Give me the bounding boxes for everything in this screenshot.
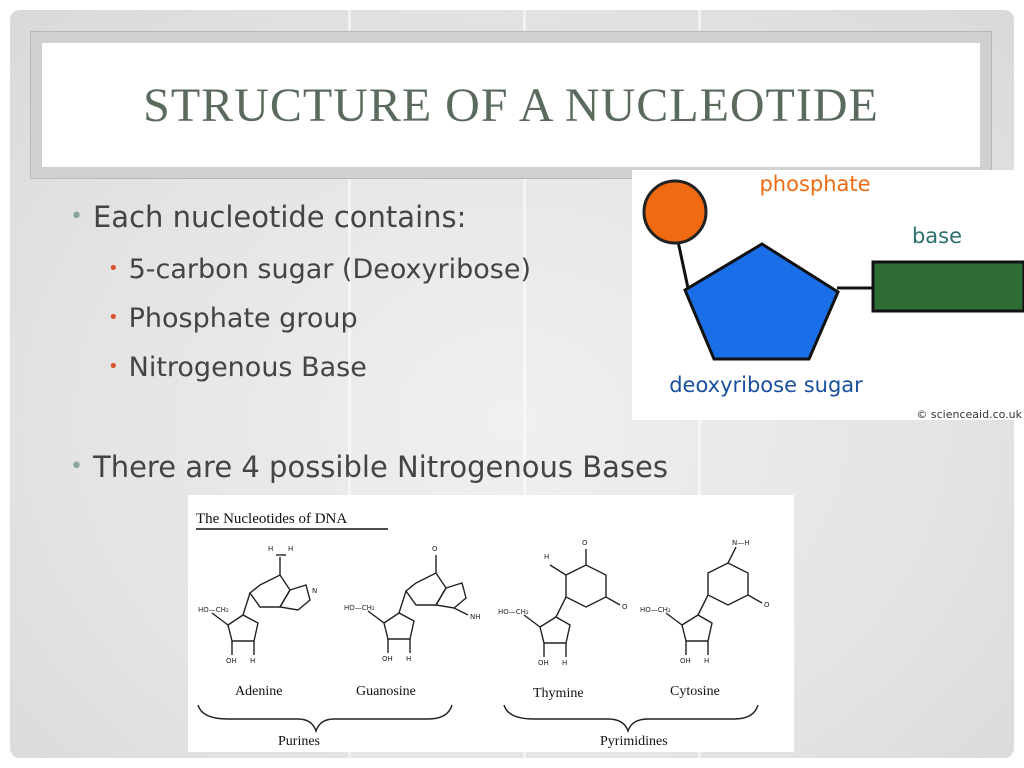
svg-text:H: H [704,657,709,665]
svg-text:OH: OH [382,655,393,663]
bullet-text: There are 4 possible Nitrogenous Bases [92,450,668,484]
bullet-text: Each nucleotide contains: [92,200,467,234]
svg-text:O: O [622,603,628,611]
bullet-item: • Each nucleotide contains: [70,200,466,234]
thymine-atoms: H O O HO—CH₂ OH H [498,539,628,667]
nucleotide-diagram-svg: phosphate base deoxyribose sugar © scien… [642,172,1024,421]
phosphate-label: phosphate [759,172,870,196]
svg-text:H: H [406,655,411,663]
svg-text:O: O [764,601,770,609]
svg-text:H: H [544,553,549,561]
cytosine-structure [665,546,763,655]
nucleotide-name: Thymine [533,686,584,701]
bullet-dot-icon: • [108,307,119,328]
svg-text:N: N [312,587,317,595]
svg-text:NH: NH [470,613,481,621]
sugar-label: deoxyribose sugar [669,373,863,397]
slide-title: STRUCTURE OF A NUCLEOTIDE [143,78,879,132]
svg-text:HO—CH₂: HO—CH₂ [198,606,229,614]
group-label: Pyrimidines [600,734,668,749]
svg-text:OH: OH [538,659,549,667]
adenine-atoms: H H HO—CH₂ OH H N [198,545,317,665]
svg-text:H: H [288,545,293,553]
bullet-dot-icon: • [70,204,83,229]
svg-text:N—H: N—H [732,539,750,547]
svg-text:O: O [432,545,438,553]
thymine-structure [523,549,621,657]
svg-text:HO—CH₂: HO—CH₂ [498,608,529,616]
nucleotide-name: Guanosine [356,684,416,699]
figure-heading: The Nucleotides of DNA [196,511,347,527]
svg-text:HO—CH₂: HO—CH₂ [640,606,671,614]
nucleotide-diagram: phosphate base deoxyribose sugar © scien… [632,170,1024,421]
svg-text:OH: OH [680,657,691,665]
bullet-text: 5-carbon sugar (Deoxyribose) [128,254,531,285]
svg-text:H: H [562,659,567,667]
image-credit: © scienceaid.co.uk [916,408,1022,420]
title-box [42,43,980,167]
svg-text:O: O [582,539,588,547]
svg-text:HO—CH₂: HO—CH₂ [344,604,375,612]
pyrimidines-brace [503,704,759,734]
svg-text:H: H [250,657,255,665]
nucleotide-name: Adenine [235,684,282,699]
svg-text:OH: OH [226,657,237,665]
sugar-pentagon [683,242,840,361]
bullet-dot-icon: • [70,454,83,479]
base-rectangle [871,260,1024,313]
base-label: base [912,224,962,248]
nucleotide-name: Cytosine [670,684,720,699]
bullet-text: Nitrogenous Base [128,352,367,383]
svg-text:H: H [268,545,273,553]
group-label: Purines [278,734,320,749]
purines-brace [197,704,453,734]
guanosine-atoms: O NH HO—CH₂ OH H [344,545,481,663]
bullet-dot-icon: • [108,258,119,279]
bullet-item: • There are 4 possible Nitrogenous Bases [70,450,668,484]
sub-bullet-item: • Phosphate group [108,303,358,334]
cytosine-atoms: N—H O HO—CH₂ OH H [640,539,770,665]
bullet-dot-icon: • [108,356,119,377]
bullet-text: Phosphate group [128,303,358,334]
adenine-structure [211,554,311,655]
guanosine-structure [367,555,469,653]
sub-bullet-item: • 5-carbon sugar (Deoxyribose) [108,254,531,285]
phosphate-circle [642,179,708,245]
sub-bullet-item: • Nitrogenous Base [108,352,367,383]
